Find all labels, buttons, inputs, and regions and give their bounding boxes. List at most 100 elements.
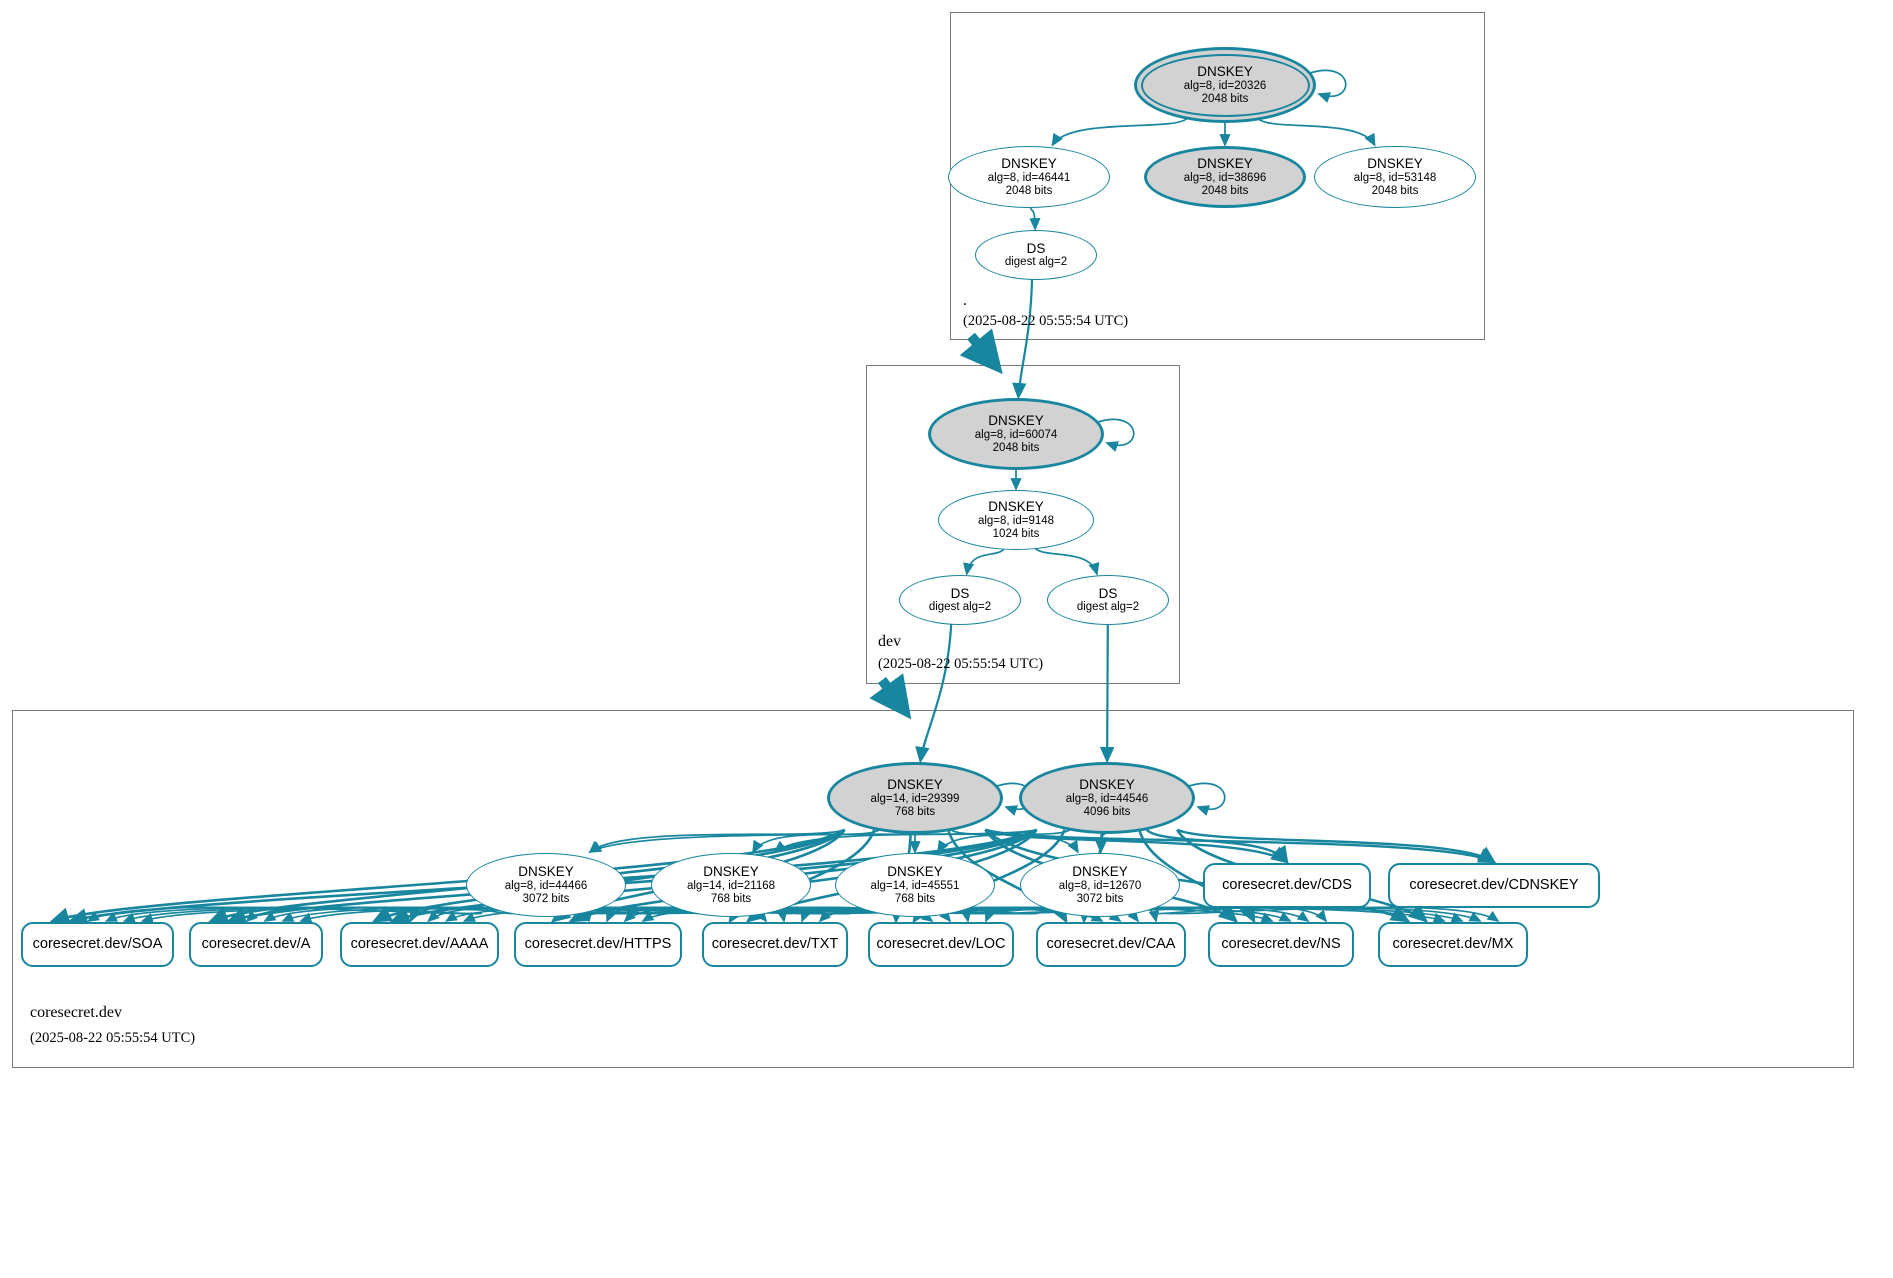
node-text-line: 768 bits: [894, 805, 936, 818]
edge-k45551-to-rrMX: [978, 906, 1482, 922]
rrset-node-rrTXT: coresecret.dev/TXT: [702, 922, 848, 967]
node-text-line: alg=8, id=46441: [987, 171, 1071, 184]
node-text-line: DNSKEY: [703, 864, 759, 880]
node-text-line: 2048 bits: [1201, 92, 1249, 105]
rrset-node-rrLOC: coresecret.dev/LOC: [868, 922, 1014, 967]
rrset-label: coresecret.dev/CAA: [1046, 936, 1176, 953]
edge-dsroot-to-k60074: [1012, 276, 1034, 400]
edge-k44546-to-k21168: [773, 828, 1037, 854]
node-text-line: DNSKEY: [518, 864, 574, 880]
node-text-line: 4096 bits: [1083, 805, 1131, 818]
zone-box-coresecret-dev: [12, 710, 1854, 1068]
delegation-arrow-dev-to-coresecret-dev: [869, 673, 912, 720]
node-text-line: alg=14, id=29399: [870, 792, 960, 805]
selfloop-k44546: [1188, 782, 1226, 816]
node-text-line: 3072 bits: [522, 892, 570, 905]
rrset-label: coresecret.dev/AAAA: [350, 936, 489, 953]
node-text-line: 2048 bits: [1005, 184, 1053, 197]
rrset-node-rrA: coresecret.dev/A: [189, 922, 323, 967]
node-text-line: DNSKEY: [1197, 64, 1253, 80]
node-text-line: alg=8, id=9148: [977, 514, 1055, 527]
node-text-line: alg=8, id=44546: [1065, 792, 1149, 805]
rrset-node-rrSOA: coresecret.dev/SOA: [21, 922, 174, 967]
edge-k44546-to-rrA: [226, 828, 1038, 925]
edge-k29399-to-k44466: [588, 828, 845, 854]
edge-k9148-to-dsdev1: [963, 546, 1006, 576]
node-text-line: alg=8, id=60074: [974, 428, 1058, 441]
node-text-line: 3072 bits: [1076, 892, 1124, 905]
edge-k44546-to-rrCDS: [1145, 828, 1289, 865]
edge-k29399-to-rrCDS: [984, 828, 1290, 864]
rrset-node-rrMX: coresecret.dev/MX: [1378, 922, 1528, 967]
node-text-line: digest alg=2: [928, 601, 992, 614]
edge-k44466-to-rrMX: [609, 906, 1446, 924]
edge-k44546-to-rrCDNSKEY: [1176, 828, 1497, 864]
zone-timestamp-dev: (2025-08-22 05:55:54 UTC): [878, 656, 1044, 672]
node-text-line: 2048 bits: [1371, 184, 1419, 197]
rrset-label: coresecret.dev/LOC: [876, 936, 1006, 953]
edge-dsdev1-to-k29399: [915, 621, 953, 764]
rrset-label: coresecret.dev/MX: [1392, 936, 1514, 953]
rrset-label: coresecret.dev/CDS: [1222, 877, 1352, 894]
node-text-line: alg=8, id=53148: [1353, 171, 1437, 184]
node-text-line: 768 bits: [894, 892, 936, 905]
node-text-line: 2048 bits: [1201, 184, 1249, 197]
node-text-line: DNSKEY: [1001, 156, 1057, 172]
node-text-line: DNSKEY: [887, 777, 943, 793]
rrset-node-rrCAA: coresecret.dev/CAA: [1036, 922, 1186, 967]
zone-timestamp-root: (2025-08-22 05:55:54 UTC): [963, 313, 1129, 329]
zone-label-root: .: [963, 292, 967, 309]
zone-label-dev: dev: [878, 633, 902, 650]
selfloop-k60074: [1097, 418, 1135, 452]
node-text-line: alg=8, id=20326: [1183, 79, 1267, 92]
node-text-line: 768 bits: [710, 892, 752, 905]
rrset-label: coresecret.dev/TXT: [711, 936, 839, 953]
zone-timestamp-coresecret-dev: (2025-08-22 05:55:54 UTC): [30, 1030, 196, 1046]
rrset-node-rrCDNSKEY: coresecret.dev/CDNSKEY: [1388, 863, 1600, 908]
rrset-node-rrCDS: coresecret.dev/CDS: [1203, 863, 1371, 908]
rrset-label: coresecret.dev/A: [201, 936, 311, 953]
node-text-line: DNSKEY: [1072, 864, 1128, 880]
node-text-line: digest alg=2: [1004, 256, 1068, 269]
node-text-line: 2048 bits: [992, 441, 1040, 454]
node-text-line: alg=8, id=12670: [1058, 879, 1142, 892]
edge-k9148-to-dsdev2: [1033, 545, 1100, 576]
rrset-label: coresecret.dev/CDNSKEY: [1409, 877, 1579, 894]
node-text-line: DNSKEY: [1197, 156, 1253, 172]
node-text-line: digest alg=2: [1076, 601, 1140, 614]
rrset-node-rrHTTPS: coresecret.dev/HTTPS: [514, 922, 682, 967]
node-text-line: DNSKEY: [1079, 777, 1135, 793]
node-text-line: DNSKEY: [988, 413, 1044, 429]
node-text-line: alg=8, id=38696: [1183, 171, 1267, 184]
node-text-line: alg=14, id=45551: [870, 879, 960, 892]
edge-k29399-to-rrSOA: [49, 828, 846, 925]
node-text-line: alg=8, id=44466: [504, 879, 588, 892]
node-text-line: DS: [1098, 585, 1118, 601]
node-text-line: DNSKEY: [1367, 156, 1423, 172]
zone-label-coresecret-dev: coresecret.dev: [30, 1004, 122, 1021]
selfloop-k20326: [1309, 69, 1347, 103]
edge-dsdev2-to-k44546: [1099, 621, 1115, 764]
node-text-line: DS: [950, 585, 970, 601]
node-text-line: alg=14, id=21168: [686, 879, 776, 892]
node-text-line: DNSKEY: [988, 499, 1044, 515]
rrset-label: coresecret.dev/NS: [1221, 936, 1341, 953]
rrset-node-rrNS: coresecret.dev/NS: [1208, 922, 1354, 967]
edge-k20326-to-k46441: [1051, 117, 1188, 147]
delegation-arrow-root-to-dev: [959, 328, 1003, 375]
node-text-line: DNSKEY: [887, 864, 943, 880]
node-text-line: DS: [1026, 240, 1046, 256]
